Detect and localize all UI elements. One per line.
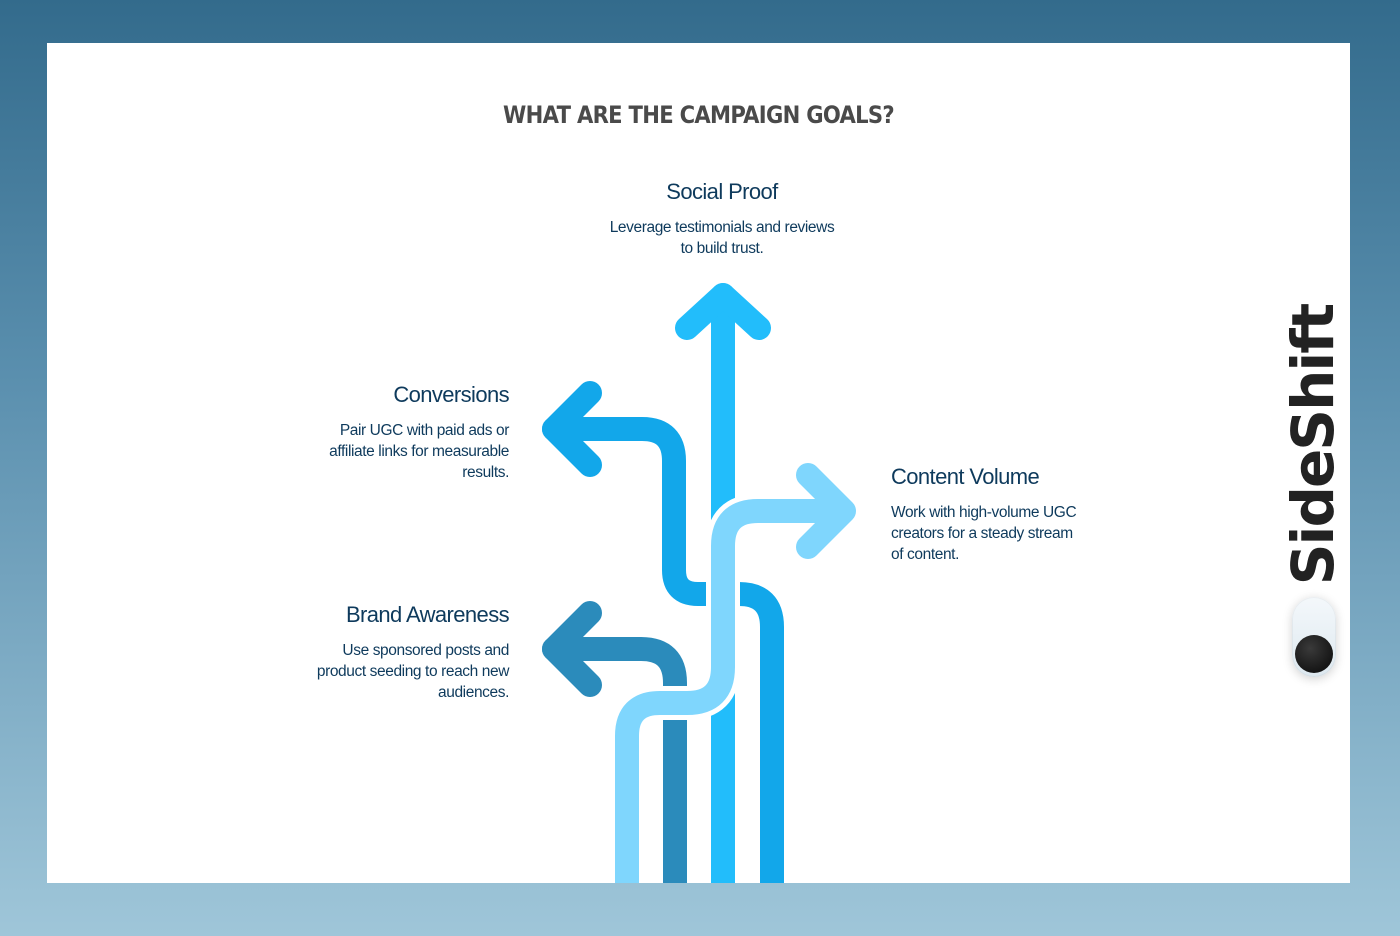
goal-heading: Conversions [393,382,509,407]
goal-description: Work with high-volume UGC creators for a… [891,502,1121,565]
goal-conversions: Conversions Pair UGC with paid ads or af… [277,382,509,483]
desc-line: Leverage testimonials and reviews [609,219,835,236]
brand-wordmark: SideShift [1273,305,1350,585]
goal-heading: Brand Awareness [345,602,510,627]
page-title: What are the campaign goals? [503,101,895,129]
goal-content-volume: Content Volume Work with high-volume UGC… [891,464,1121,565]
goal-brand-awareness: Brand Awareness Use sponsored posts and … [277,602,510,703]
goal-social-proof: Social Proof Leverage testimonials and r… [567,179,877,259]
desc-line: Use sponsored posts and [342,642,509,659]
desc-line: audiences. [438,684,509,701]
arrow-brand-awareness [537,601,692,883]
desc-line: product seeding to reach new [316,663,510,680]
desc-line: creators for a steady stream [891,525,1073,542]
arrow-content-volume [610,463,859,883]
goal-description: Leverage testimonials and reviews to bui… [567,217,877,259]
infographic-card: What are the campaign goals? [47,43,1350,883]
toggle-knob [1295,635,1333,673]
desc-line: Work with high-volume UGC [891,504,1077,521]
desc-line: results. [462,464,509,481]
brand-logo: SideShift [1273,305,1350,695]
goal-heading: Social Proof [666,179,778,204]
desc-line: Pair UGC with paid ads or [339,422,510,439]
brand-name: SideShift [1279,304,1347,586]
arrow-conversions [537,381,789,883]
desc-line: to build trust. [680,240,764,257]
arrow-diagram [537,278,859,883]
goal-description: Use sponsored posts and product seeding … [277,640,510,703]
desc-line: affiliate links for measurable [329,443,509,460]
goal-description: Pair UGC with paid ads or affiliate link… [277,420,509,483]
goal-heading: Content Volume [891,464,1040,489]
desc-line: of content. [891,546,959,563]
toggle-switch-icon [1292,597,1336,677]
